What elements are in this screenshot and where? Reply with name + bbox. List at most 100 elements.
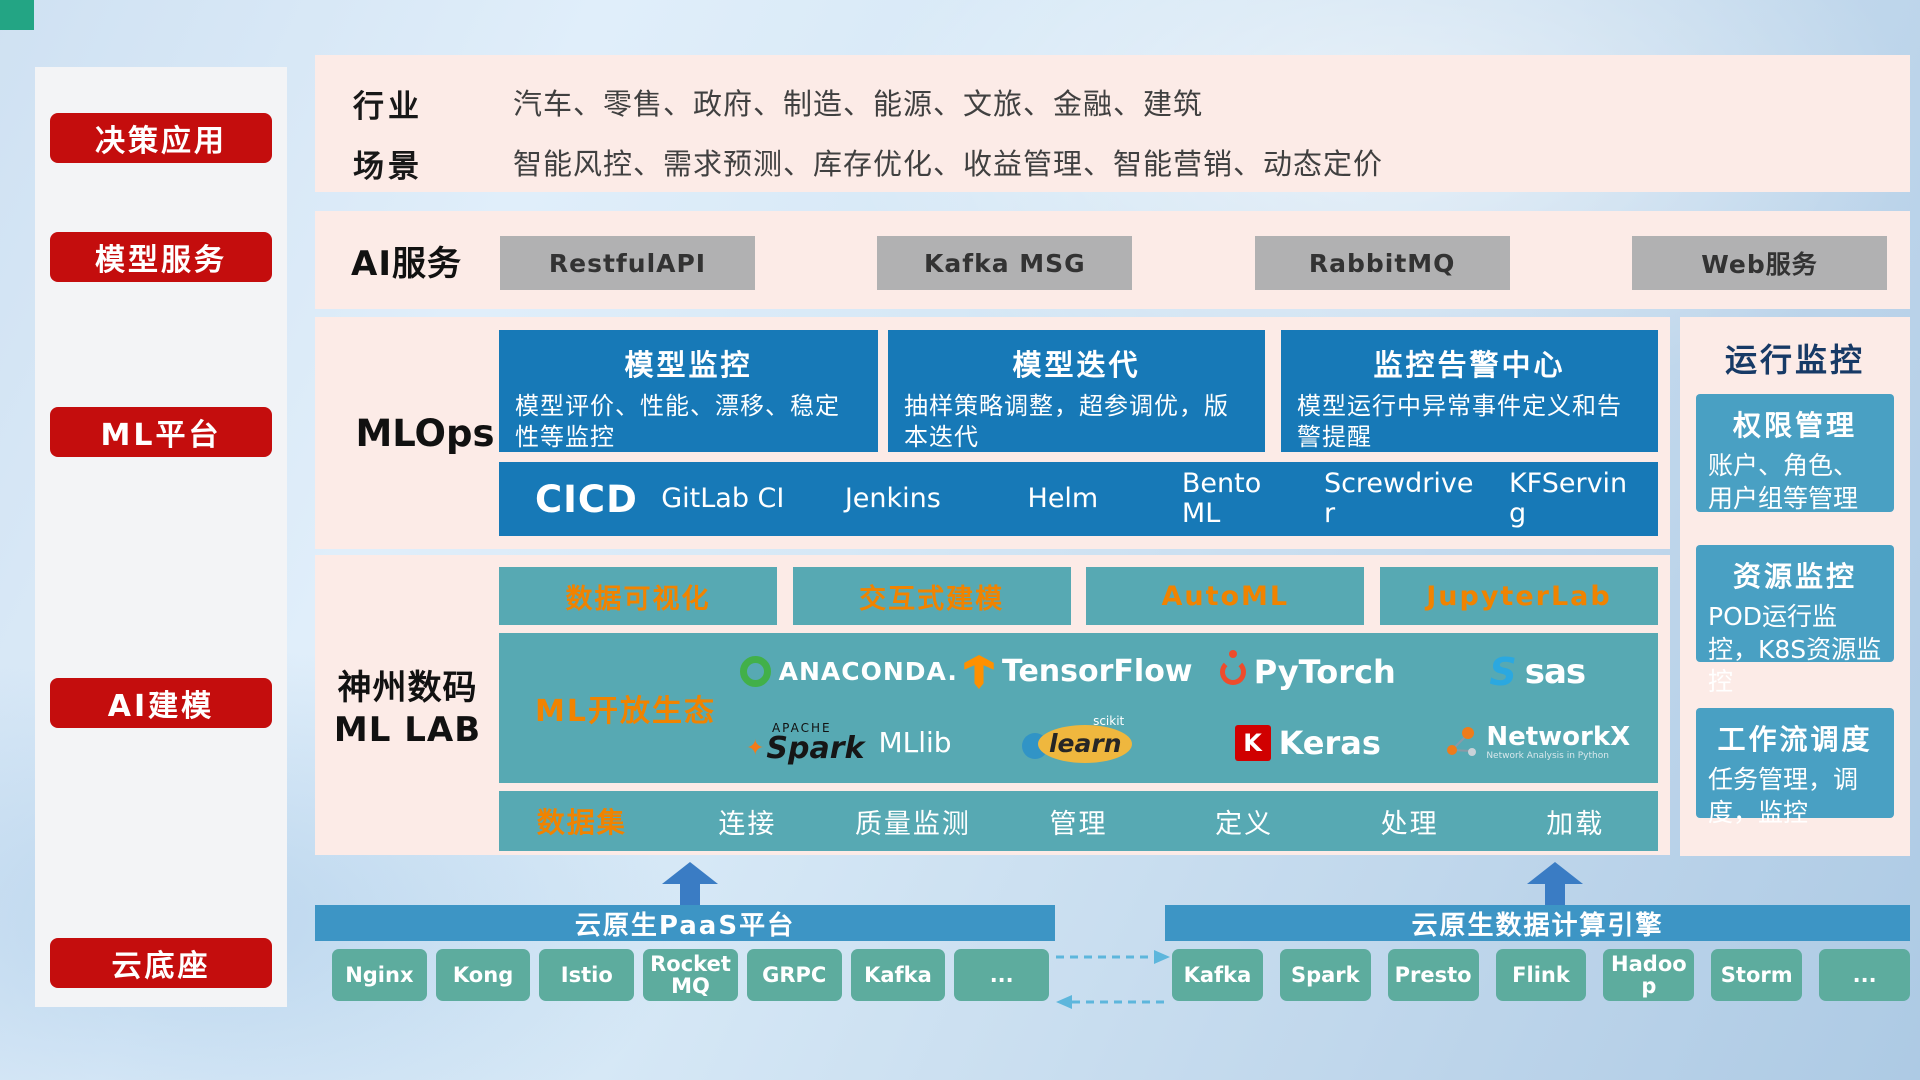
interactive-modeling-button: 交互式建模 <box>792 567 1071 625</box>
permission-management-card: 权限管理 账户、角色、用户组等管理 <box>1696 394 1894 513</box>
sidebar-item-ai-modeling: AI建模 <box>50 678 272 728</box>
istio-button: Istio <box>539 949 635 1001</box>
kafka-msg-button: Kafka MSG <box>877 236 1133 290</box>
anaconda-logo: ANACONDA. <box>734 656 964 687</box>
card-title: 模型监控 <box>624 348 753 382</box>
card-title: 资源监控 <box>1732 560 1857 593</box>
networkx-icon <box>1447 727 1477 757</box>
dashed-arrow-left-icon <box>1056 995 1170 1009</box>
ml-ecosystem-logos: ANACONDA. TensorFlow PyTorch sas <box>734 637 1652 779</box>
sidebar-item-model-service: 模型服务 <box>50 232 272 282</box>
sidebar: 决策应用 模型服务 ML平台 AI建模 云底座 <box>35 67 287 1007</box>
card-title: 监控告警中心 <box>1373 348 1566 382</box>
card-desc: POD运行监控，K8S资源监控 <box>1708 602 1882 696</box>
grpc-button: GRPC <box>746 949 842 1001</box>
dataset-item-define: 定义 <box>1215 808 1274 840</box>
ml-lab-title: 神州数码 ML LAB <box>325 667 490 751</box>
spark-star-icon <box>746 738 766 760</box>
card-title: 权限管理 <box>1732 409 1857 442</box>
card-desc: 任务管理，调度，监控 <box>1708 765 1859 827</box>
spark-icon: APACHE Spark <box>746 722 865 766</box>
scikit-learn-label: learn <box>1038 724 1133 763</box>
scenario-list: 智能风控、需求预测、库存优化、收益管理、智能营销、动态定价 <box>513 147 1384 181</box>
sidebar-item-decision-apps: 决策应用 <box>50 113 272 163</box>
scikit-learn-logo: learn scikit <box>964 714 1194 767</box>
keras-logo: K Keras <box>1193 724 1423 762</box>
ai-service-panel: AI服务 RestfulAPI Kafka MSG RabbitMQ Web服务 <box>315 211 1910 309</box>
mlops-label: MLOps <box>355 412 495 455</box>
ml-ecosystem-label: ML开放生态 <box>535 694 716 729</box>
cicd-label: CICD <box>535 477 638 521</box>
cicd-tool-kfserving: KFServing <box>1508 468 1628 529</box>
cicd-tool-helm: Helm <box>1027 483 1099 515</box>
networkx-label: NetworkX <box>1486 722 1631 753</box>
industry-label: 行业 <box>353 89 423 125</box>
dataset-item-process: 处理 <box>1380 808 1439 840</box>
ai-service-label: AI服务 <box>351 243 462 284</box>
data-visualization-button: 数据可视化 <box>499 567 777 625</box>
sidebar-item-cloud-base: 云底座 <box>50 938 272 988</box>
anaconda-label: ANACONDA. <box>778 657 958 686</box>
tensorflow-icon <box>964 654 994 689</box>
sas-icon <box>1489 650 1516 694</box>
workflow-scheduling-card: 工作流调度 任务管理，调度，监控 <box>1696 708 1894 827</box>
dataset-item-connect: 连接 <box>718 808 777 840</box>
tensorflow-logo: TensorFlow <box>964 654 1194 689</box>
jupyterlab-button: JupyterLab <box>1379 567 1658 625</box>
rabbitmq-button: RabbitMQ <box>1254 236 1510 290</box>
dataset-item-load: 加载 <box>1546 808 1605 840</box>
card-title: 模型迭代 <box>1012 348 1141 382</box>
presto-button: Presto <box>1387 949 1479 1001</box>
dataset-item-manage: 管理 <box>1049 808 1108 840</box>
paas-platform-header: 云原生PaaS平台 <box>315 905 1055 941</box>
card-desc: 抽样策略调整，超参调优，版本迭代 <box>904 392 1229 452</box>
runtime-monitoring-panel: 运行监控 权限管理 账户、角色、用户组等管理 资源监控 POD运行监控，K8S资… <box>1680 317 1910 856</box>
runtime-monitoring-title: 运行监控 <box>1724 341 1865 379</box>
data-engine-header: 云原生数据计算引擎 <box>1165 905 1910 941</box>
mlops-panel: MLOps 模型监控 模型评价、性能、漂移、稳定性等监控 模型迭代 抽样策略调整… <box>315 317 1670 549</box>
hadoop-button: Hadoop <box>1603 949 1695 1001</box>
spark-mllib-logo: APACHE Spark MLlib <box>734 722 964 764</box>
spark-label: Spark <box>766 730 865 766</box>
ml-lab-title-line2: ML LAB <box>333 710 482 750</box>
corner-accent <box>0 0 34 30</box>
anaconda-icon <box>739 656 771 687</box>
pytorch-label: PyTorch <box>1253 652 1396 691</box>
more-button: ... <box>1819 949 1911 1001</box>
keras-icon: K <box>1234 724 1271 761</box>
pytorch-logo: PyTorch <box>1193 653 1423 691</box>
paas-components-row: Nginx Kong Istio RocketMQ GRPC Kafka ... <box>332 949 1050 1001</box>
pytorch-icon <box>1219 658 1246 685</box>
web-service-button: Web服务 <box>1631 236 1887 290</box>
model-monitoring-card: 模型监控 模型评价、性能、漂移、稳定性等监控 <box>499 330 878 452</box>
scenario-label: 场景 <box>353 149 423 185</box>
ml-ecosystem-area: ML开放生态 ANACONDA. TensorFlow PyTorch <box>499 633 1658 783</box>
mllib-label: MLlib <box>878 726 952 759</box>
sas-label: sas <box>1524 651 1586 692</box>
sas-logo: sas <box>1423 650 1653 694</box>
networkx-sublabel: Network Analysis in Python <box>1486 750 1609 761</box>
sidebar-item-ml-platform: ML平台 <box>50 407 272 457</box>
cicd-tool-bentoml: BentoML <box>1181 468 1262 529</box>
tensorflow-label: TensorFlow <box>1001 654 1193 689</box>
keras-label: Keras <box>1278 723 1381 762</box>
industry-panel: 行业 汽车、零售、政府、制造、能源、文旅、金融、建筑 场景 智能风控、需求预测、… <box>315 55 1910 192</box>
dashed-arrow-right-icon <box>1056 950 1170 964</box>
flink-button: Flink <box>1495 949 1587 1001</box>
dataset-label: 数据集 <box>536 806 627 839</box>
up-arrow-icon <box>1527 862 1583 905</box>
kong-button: Kong <box>435 949 531 1001</box>
rocketmq-button: RocketMQ <box>643 949 738 1001</box>
alert-center-card: 监控告警中心 模型运行中异常事件定义和告警提醒 <box>1281 330 1658 452</box>
up-arrow-icon <box>662 862 718 905</box>
cicd-bar: CICD GitLab CI Jenkins Helm BentoML Scre… <box>499 462 1658 536</box>
scikit-learn-top-label: scikit <box>1093 713 1125 728</box>
kafka-button: Kafka <box>1172 949 1263 1001</box>
kafka-button: Kafka <box>850 949 946 1001</box>
restfulapi-button: RestfulAPI <box>500 236 755 290</box>
automl-button: AutoML <box>1086 567 1365 625</box>
cicd-tool-jenkins: Jenkins <box>844 483 941 515</box>
engine-components-row: Kafka Spark Presto Flink Hadoop Storm ..… <box>1172 949 1911 1001</box>
dashed-exchange-arrows <box>1056 950 1170 1009</box>
